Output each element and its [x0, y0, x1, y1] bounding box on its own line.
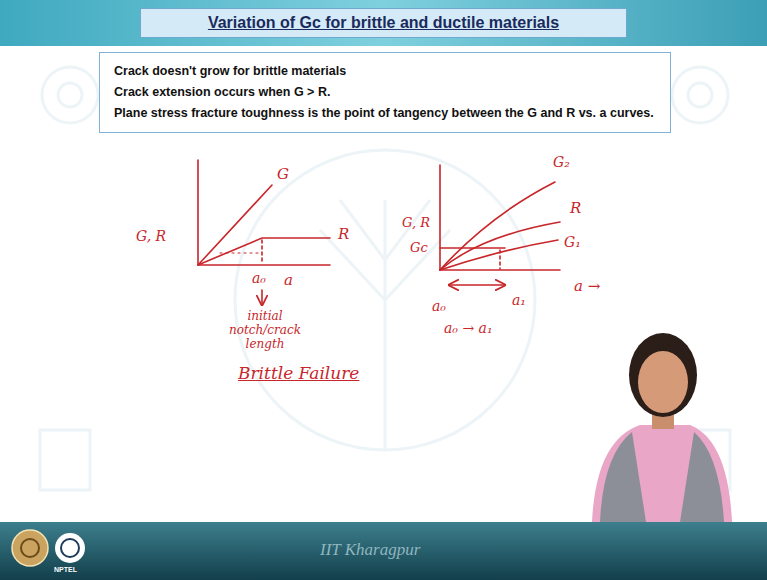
- top-bar: [0, 0, 767, 46]
- handwritten-label: a₀: [432, 298, 446, 314]
- handwritten-label: G, R: [136, 228, 166, 244]
- handwritten-label: G₂: [553, 154, 570, 170]
- handwritten-label: Gc: [410, 241, 428, 256]
- bullet-text: Crack extension occurs when G > R.: [114, 82, 656, 103]
- handwritten-label: R: [570, 200, 581, 217]
- handwritten-label: R: [338, 226, 349, 243]
- handwritten-label: a: [284, 272, 293, 289]
- handwritten-label: Brittle Failure: [238, 364, 359, 384]
- handwritten-label: G₁: [564, 234, 581, 250]
- footer-logos: [12, 530, 85, 566]
- bullet-text: Crack doesn't grow for brittle materials: [114, 61, 656, 82]
- footer-bar: [0, 522, 767, 580]
- bullet-text: Plane stress fracture toughness is the p…: [114, 103, 656, 124]
- footer-text: NPTEL: [54, 566, 77, 574]
- handwritten-label: a₀: [252, 270, 266, 286]
- handwritten-label: G, R: [402, 216, 430, 231]
- brittle-plot: [198, 160, 330, 305]
- ductile-plot: [440, 165, 560, 285]
- handwritten-label: initial notch/crack length: [222, 310, 308, 351]
- handwritten-label: a₀ → a₁: [444, 320, 493, 336]
- handwritten-label: a₁: [512, 292, 526, 308]
- slide-title: Variation of Gc for brittle and ductile …: [140, 8, 627, 38]
- handwritten-label: G: [277, 166, 289, 183]
- handwritten-label: a →: [574, 278, 600, 295]
- presenter-figure: [592, 333, 732, 522]
- text-box: Crack doesn't grow for brittle materials…: [99, 52, 671, 133]
- footer-text: IIT Kharagpur: [320, 540, 420, 560]
